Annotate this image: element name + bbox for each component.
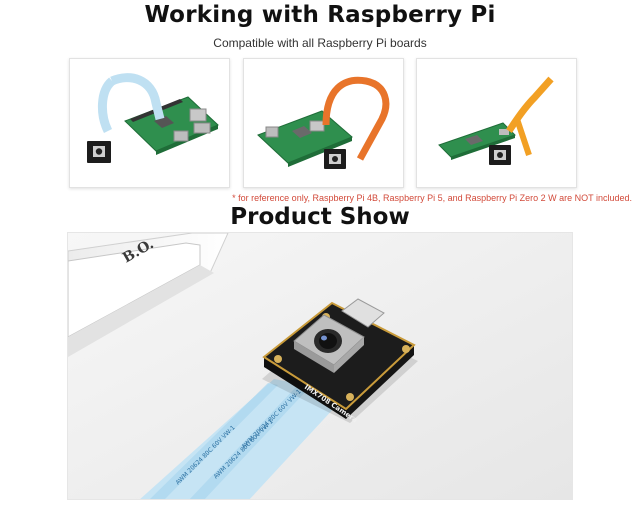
imx708-camera-module: IMX708 Camera (262, 298, 418, 425)
product-photo: B.O. AWM 20624 80C 60V VW-1 AWM 20624 80… (67, 232, 573, 500)
gallery-image-pi-zero-2w (416, 58, 577, 188)
section-subtitle: Compatible with all Raspberry Pi boards (213, 36, 427, 50)
gallery-image-pi-4b (69, 58, 230, 188)
gallery-image-pi-5 (243, 58, 404, 188)
disclaimer-note: * for reference only, Raspberry Pi 4B, R… (232, 193, 632, 203)
ribbon-cable: AWM 20624 80C 60V VW-1 AWM 20624 80C 60V… (140, 379, 348, 499)
section-title-working: Working with Raspberry Pi (144, 2, 496, 28)
section-title-product-show: Product Show (230, 204, 410, 230)
